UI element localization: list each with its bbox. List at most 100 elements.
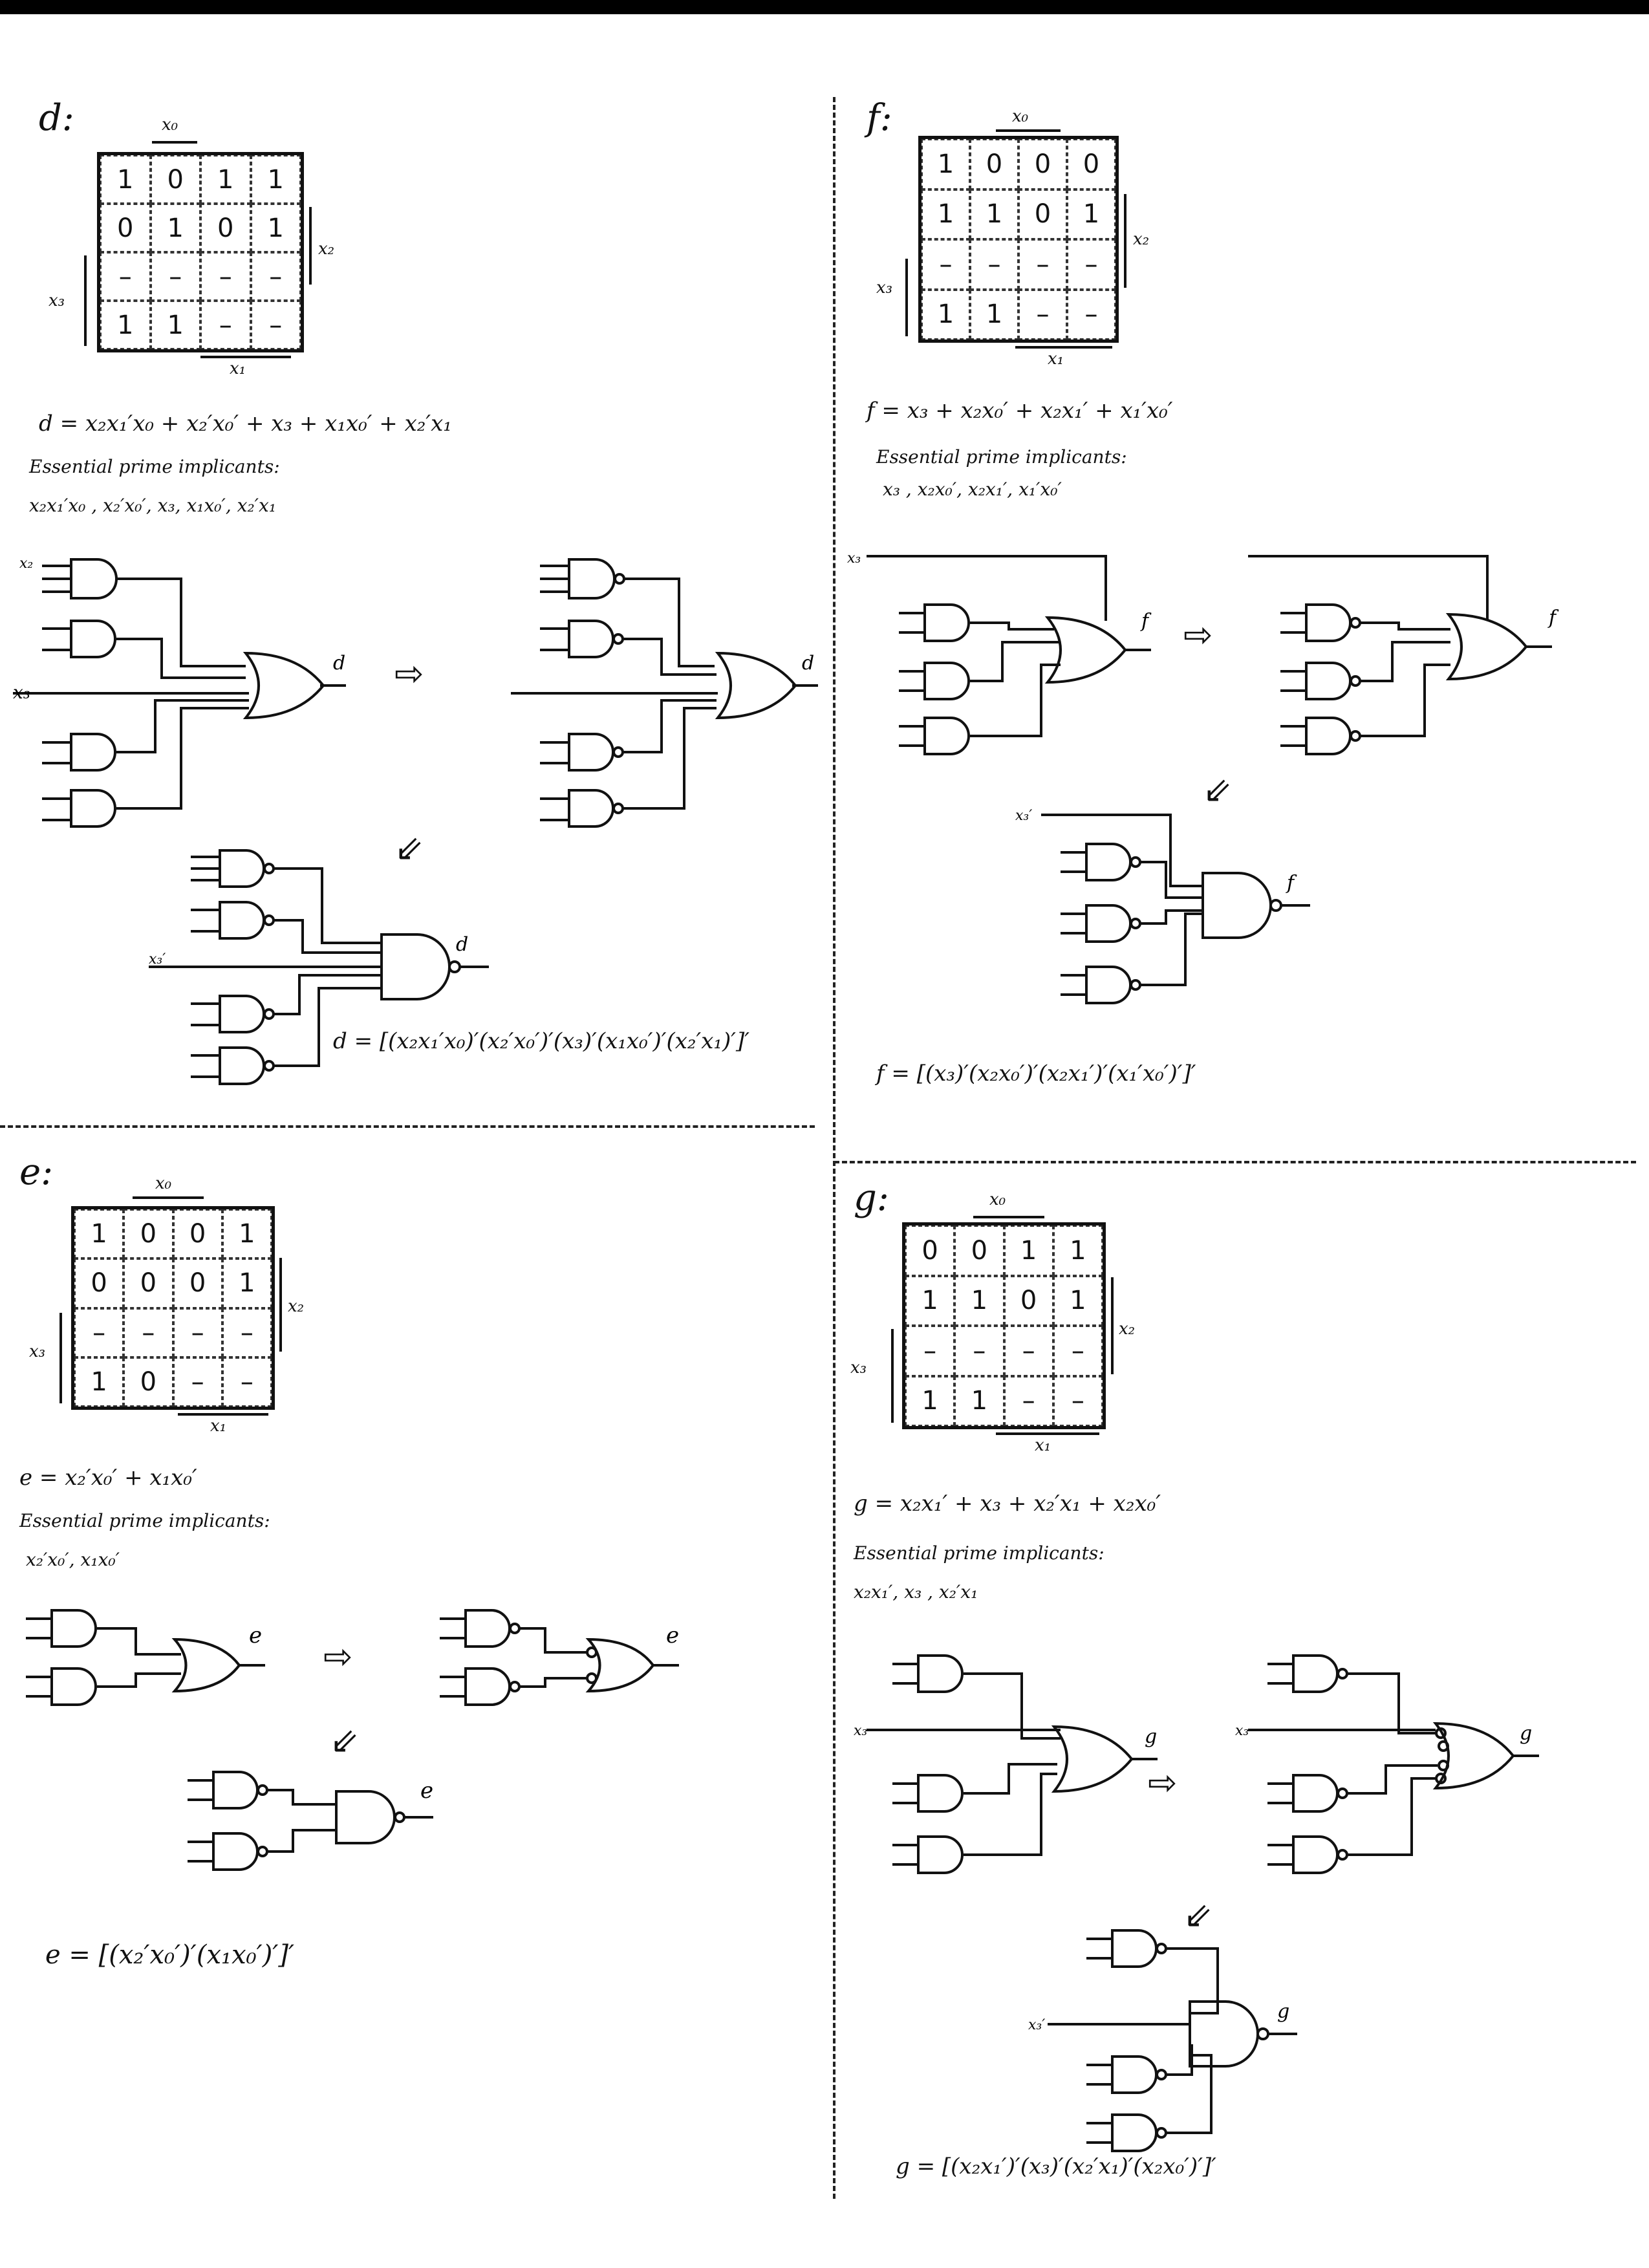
kmap-label-right: x₂ — [1119, 1319, 1136, 1339]
kmap-cell: – — [124, 1308, 173, 1357]
output-label: g — [1145, 1725, 1157, 1748]
arrow-right-icon: ⇨ — [394, 653, 424, 694]
kmap-cell: – — [1067, 289, 1116, 340]
equation-g: g = x₂x₁′ + x₃ + x₂′x₁ + x₂x₀′ — [854, 1491, 1161, 1517]
divider-right — [834, 1161, 1636, 1163]
output-label: d — [456, 933, 468, 956]
kmap-cell: 1 — [100, 301, 151, 349]
circuit-g: g g g x₃ x₃ x₃′ — [854, 1654, 1539, 2152]
output-label: g — [1277, 2000, 1289, 2023]
section-f-title: f: — [867, 97, 892, 139]
kmap-cell: 1 — [905, 1275, 955, 1326]
equation-f: f = x₃ + x₂x₀′ + x₂x₁′ + x₁′x₀′ — [867, 398, 1173, 424]
input-label: x₃ — [854, 1723, 867, 1739]
output-label: f — [1140, 610, 1152, 632]
arrow-down-icon: ⇙ — [330, 1720, 360, 1761]
equation-d: d = x₂x₁′x₀ + x₂′x₀′ + x₃ + x₁x₀′ + x₂′x… — [39, 411, 452, 437]
kmap-cell: 1 — [74, 1357, 124, 1407]
kmap-cell: – — [250, 301, 301, 349]
output-label: g — [1520, 1722, 1532, 1745]
scan-top-border — [0, 0, 1649, 14]
kmap-label-left: x₃ — [876, 278, 893, 297]
kmap-cell: 1 — [921, 139, 970, 189]
kmap-cell: 0 — [1018, 139, 1067, 189]
kmap-label-top: x₀ — [989, 1190, 1006, 1209]
kmap-cell: – — [905, 1326, 955, 1376]
kmap-cell: – — [150, 252, 200, 301]
kmap-cell: – — [222, 1308, 272, 1357]
kmap-cell: – — [200, 301, 251, 349]
kmap-cell: 1 — [222, 1209, 272, 1259]
kmap-cell: 1 — [150, 204, 200, 252]
kmap-cell: 0 — [173, 1209, 222, 1259]
input-label: x₃ — [1235, 1723, 1249, 1739]
input-label: x₃ — [13, 682, 30, 703]
kmap-bar — [200, 356, 291, 358]
kmap-cell: 0 — [124, 1357, 173, 1407]
kmap-bar — [84, 255, 87, 346]
kmap-cell: 1 — [970, 189, 1018, 239]
kmap-cell: 1 — [150, 301, 200, 349]
arrow-right-icon: ⇨ — [323, 1636, 353, 1677]
kmap-cell: – — [921, 239, 970, 290]
epi-heading-g: Essential prime implicants: — [854, 1542, 1105, 1564]
epi-list-g: x₂x₁′, x₃ , x₂′x₁ — [854, 1581, 978, 1603]
kmap-bar — [152, 141, 197, 144]
epi-heading-f: Essential prime implicants: — [876, 446, 1127, 468]
kmap-cell: 0 — [970, 139, 1018, 189]
output-label: f — [1547, 607, 1559, 629]
input-label: x₃′ — [149, 951, 166, 967]
kmap-cell: 1 — [1053, 1226, 1103, 1276]
kmap-bar — [1124, 194, 1126, 288]
section-d-title: d: — [39, 97, 74, 139]
kmap-cell: – — [1018, 239, 1067, 290]
kmap-cell: 1 — [921, 189, 970, 239]
kmap-cell: 1 — [250, 204, 301, 252]
kmap-cell: 1 — [954, 1376, 1004, 1426]
final-expression-g: g = [(x₂x₁′)′(x₃)′(x₂′x₁)′(x₂x₀′)′]′ — [896, 2154, 1216, 2179]
kmap-cell: 1 — [1067, 189, 1116, 239]
section-g-title: g: — [854, 1177, 889, 1219]
kmap-label-left: x₃ — [850, 1358, 867, 1377]
kmap-label-bottom: x₁ — [210, 1416, 227, 1436]
kmap-cell: 0 — [200, 204, 251, 252]
kmap-bar — [996, 129, 1061, 132]
kmap-bar — [1111, 1277, 1114, 1374]
kmap-cell: – — [1053, 1326, 1103, 1376]
arrow-right-icon: ⇨ — [1148, 1762, 1178, 1803]
kmap-cell: – — [222, 1357, 272, 1407]
kmap-cell: 1 — [1004, 1226, 1053, 1276]
kmap-cell: 0 — [173, 1258, 222, 1308]
kmap-label-left: x₃ — [48, 291, 65, 310]
kmap-cell: 1 — [970, 289, 1018, 340]
section-e-title: e: — [19, 1151, 54, 1193]
kmap-label-right: x₂ — [1133, 230, 1150, 249]
kmap-cell: 0 — [100, 204, 151, 252]
epi-heading-d: Essential prime implicants: — [29, 456, 280, 477]
input-label: x₂ — [19, 556, 33, 572]
kmap-cell: 0 — [74, 1258, 124, 1308]
kmap-bar — [996, 1432, 1099, 1435]
input-label: x₃′ — [1015, 808, 1032, 824]
kmap-cell: 0 — [954, 1226, 1004, 1276]
input-label: x₃ — [847, 550, 861, 567]
output-label: e — [666, 1623, 679, 1648]
kmap-cell: – — [200, 252, 251, 301]
circuit-e: e e e — [26, 1609, 679, 1871]
kmap-cell: – — [1004, 1376, 1053, 1426]
kmap-cell: – — [1004, 1326, 1053, 1376]
kmap-label-right: x₂ — [288, 1297, 305, 1316]
divider-center — [833, 97, 835, 2199]
kmap-bar — [59, 1313, 62, 1403]
arrow-down-icon: ⇙ — [394, 828, 424, 869]
kmap-cell: – — [1018, 289, 1067, 340]
output-label: e — [420, 1778, 433, 1804]
circuit-f: f f f x₃ x₃′ — [847, 550, 1559, 1004]
kmap-label-left: x₃ — [29, 1342, 46, 1361]
kmap-label-right: x₂ — [318, 239, 335, 259]
kmap-bar — [279, 1258, 282, 1352]
